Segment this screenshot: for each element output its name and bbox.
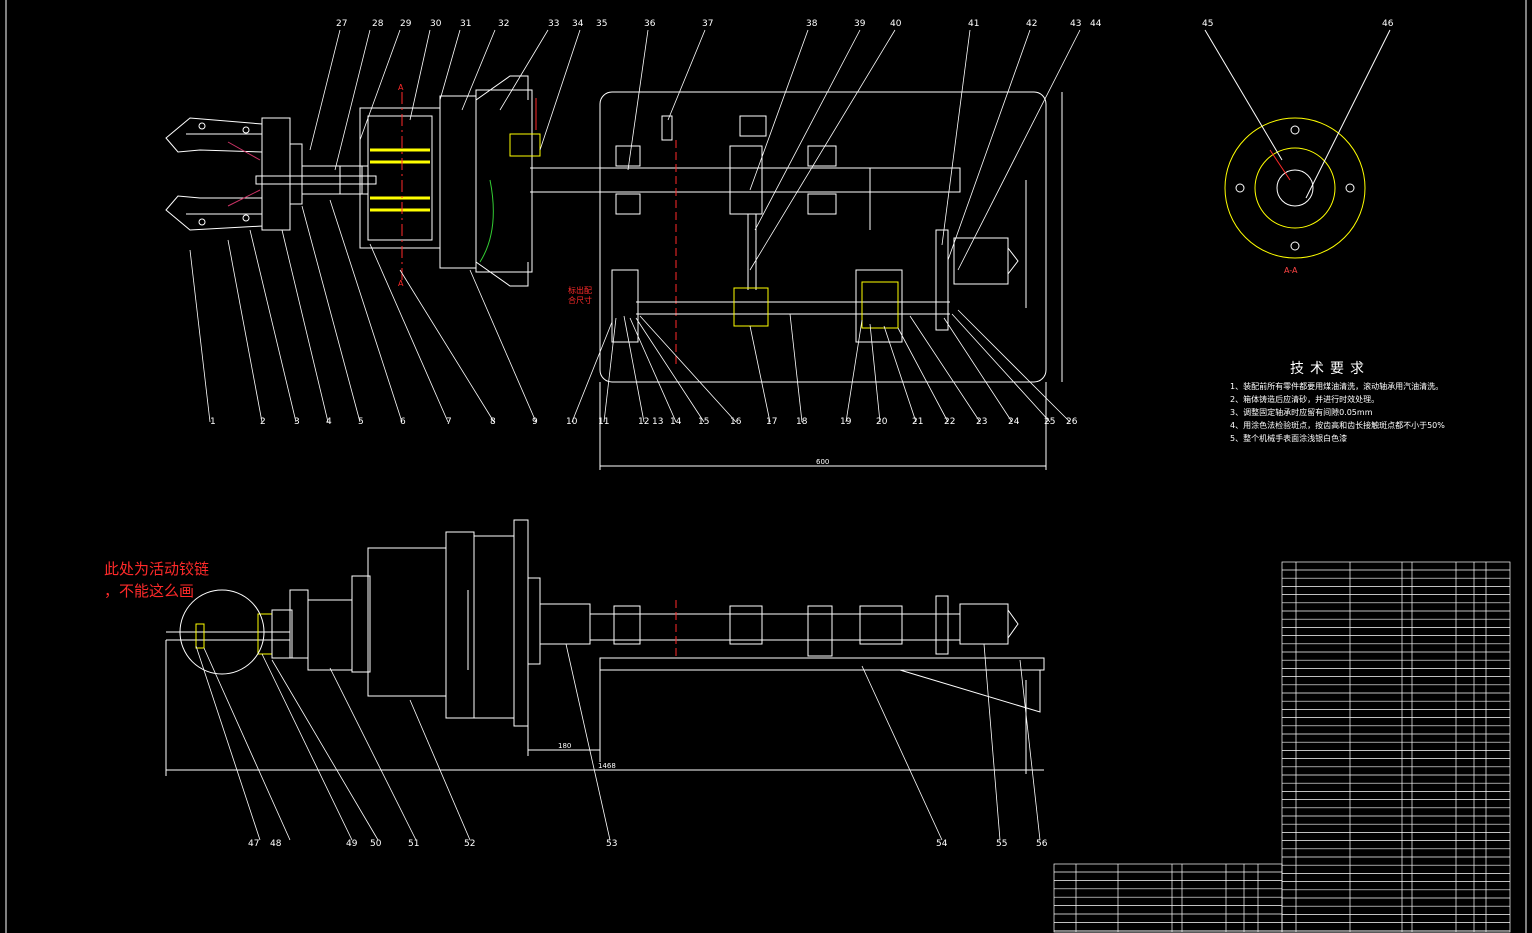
balloon-23: 23 <box>976 417 987 427</box>
balloon-27: 27 <box>336 19 347 29</box>
balloon-36: 36 <box>644 19 656 29</box>
balloon-48: 48 <box>270 839 282 849</box>
bottom-assembly-view <box>165 519 1045 776</box>
bom-table-lower <box>1053 863 1283 933</box>
balloon-46: 46 <box>1382 19 1394 29</box>
balloon-9: 9 <box>532 417 538 427</box>
review-fit-line2: 合尺寸 <box>568 296 592 305</box>
balloon-8: 8 <box>490 417 496 427</box>
dimension-labels: 600 1468 180 <box>558 458 829 770</box>
balloon-50: 50 <box>370 839 382 849</box>
top-assembly-view <box>165 75 1063 470</box>
balloon-12: 12 <box>638 417 649 427</box>
balloon-28: 28 <box>372 19 384 29</box>
balloon-2: 2 <box>260 417 266 427</box>
balloon-55: 55 <box>996 839 1007 849</box>
section-view-label: A-A <box>1284 266 1298 275</box>
balloon-10: 10 <box>566 417 578 427</box>
review-comment-fit: 标出配 合尺寸 <box>568 286 592 306</box>
balloon-42: 42 <box>1026 19 1037 29</box>
tech-requirement-2: 2、箱体铸造后应清砂，并进行时效处理。 <box>1230 395 1380 404</box>
section-mark-top: A <box>398 83 404 92</box>
tech-requirement-4: 4、用涂色法检验斑点，按齿高和齿长接触斑点都不小于50% <box>1230 421 1445 430</box>
review-comment-hinge: 此处为活动铰链 ，不能这么画 <box>104 558 209 602</box>
balloon-13: 13 <box>652 417 663 427</box>
balloon-47: 47 <box>248 839 259 849</box>
balloon-32: 32 <box>498 19 509 29</box>
balloon-labels-top: 27 28 29 30 31 32 33 34 35 36 37 38 39 4… <box>336 19 1394 29</box>
review-comment-line2: ，不能这么画 <box>104 582 195 600</box>
balloon-39: 39 <box>854 19 866 29</box>
balloon-25: 25 <box>1044 417 1055 427</box>
balloon-49: 49 <box>346 839 358 849</box>
balloon-31: 31 <box>460 19 471 29</box>
dim-top-width: 600 <box>816 458 829 466</box>
section-a-a-view <box>1204 29 1391 259</box>
review-fit-line1: 标出配 <box>568 286 592 295</box>
tech-requirements-title: 技术要求 <box>1290 361 1370 377</box>
drawing-frame <box>5 0 1527 933</box>
balloon-26: 26 <box>1066 417 1078 427</box>
tech-requirement-1: 1、装配前所有零件都要用煤油清洗，滚动轴承用汽油清洗。 <box>1230 382 1444 391</box>
balloon-35: 35 <box>596 19 607 29</box>
balloon-45: 45 <box>1202 19 1213 29</box>
balloon-1: 1 <box>210 417 216 427</box>
bom-table <box>1281 561 1511 933</box>
balloon-43: 43 <box>1070 19 1081 29</box>
balloon-18: 18 <box>796 417 808 427</box>
balloon-24: 24 <box>1008 417 1020 427</box>
balloon-34: 34 <box>572 19 584 29</box>
balloon-3: 3 <box>294 417 300 427</box>
balloon-54: 54 <box>936 839 948 849</box>
balloon-7: 7 <box>446 417 452 427</box>
balloon-40: 40 <box>890 19 902 29</box>
bom-rows <box>1282 569 1510 932</box>
balloon-44: 44 <box>1090 19 1102 29</box>
balloon-56: 56 <box>1036 839 1048 849</box>
balloon-17: 17 <box>766 417 777 427</box>
balloon-15: 15 <box>698 417 709 427</box>
balloon-labels-middle: 1 2 3 4 5 6 7 8 9 10 11 12 13 14 15 16 1… <box>210 417 1078 427</box>
dim-bottom-length: 1468 <box>598 762 616 770</box>
balloon-30: 30 <box>430 19 442 29</box>
balloon-11: 11 <box>598 417 609 427</box>
section-mark-bottom: A <box>398 279 404 288</box>
balloon-53: 53 <box>606 839 617 849</box>
balloon-38: 38 <box>806 19 818 29</box>
section-marks: A A <box>398 83 404 288</box>
balloon-21: 21 <box>912 417 923 427</box>
dim-bottom-offset: 180 <box>558 742 571 750</box>
bottom-leader-lines <box>195 643 1041 841</box>
balloon-14: 14 <box>670 417 682 427</box>
balloon-29: 29 <box>400 19 412 29</box>
tech-requirements-list: 1、装配前所有零件都要用煤油清洗，滚动轴承用汽油清洗。 2、箱体铸造后应清砂，并… <box>1230 380 1490 445</box>
tech-requirement-5: 5、整个机械手表面涂浅银白色漆 <box>1230 434 1348 443</box>
tech-requirement-3: 3、调整固定轴承时应留有间隙0.05mm <box>1230 408 1373 417</box>
balloon-52: 52 <box>464 839 475 849</box>
balloon-4: 4 <box>326 417 332 427</box>
balloon-41: 41 <box>968 19 979 29</box>
top-leader-lines <box>189 29 1081 423</box>
balloon-20: 20 <box>876 417 888 427</box>
balloon-6: 6 <box>400 417 406 427</box>
balloon-22: 22 <box>944 417 955 427</box>
balloon-labels-bottom: 47 48 49 50 51 52 53 54 55 56 <box>248 839 1048 849</box>
balloon-19: 19 <box>840 417 852 427</box>
review-comment-line1: 此处为活动铰链 <box>104 560 210 578</box>
balloon-33: 33 <box>548 19 559 29</box>
balloon-51: 51 <box>408 839 419 849</box>
balloon-16: 16 <box>730 417 742 427</box>
balloon-37: 37 <box>702 19 713 29</box>
balloon-5: 5 <box>358 417 364 427</box>
